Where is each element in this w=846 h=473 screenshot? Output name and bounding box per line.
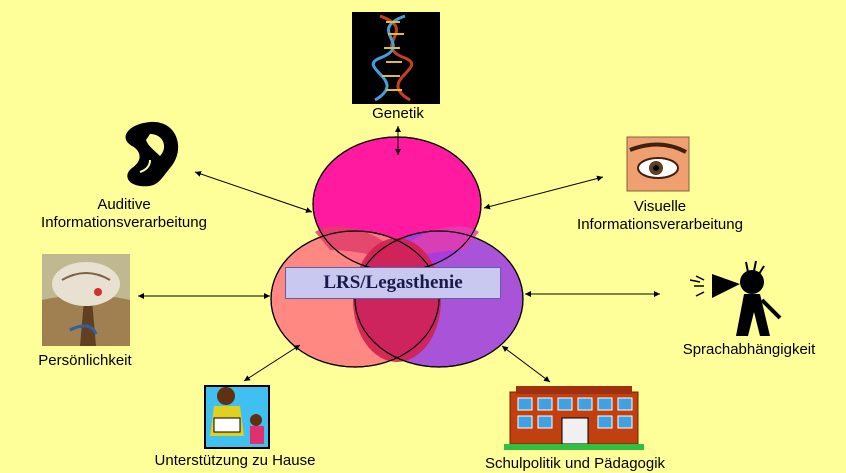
venn-diagram [270, 136, 524, 368]
venn-overlap-center [353, 238, 441, 362]
speaker-icon [689, 260, 782, 336]
label-persoenlichkeit: Persönlichkeit [38, 352, 132, 369]
label-schulpolitik: Schulpolitik und Pädagogik [484, 455, 666, 472]
dna-icon [352, 12, 440, 104]
label-unterstuetzung: Unterstützung zu Hause [154, 452, 316, 469]
label-auditive: Auditive Informationsverarbeitung [4, 196, 244, 232]
label-auditive-line2: Informationsverarbeitung [41, 214, 207, 231]
eye-icon [626, 136, 690, 192]
label-visuelle: Visuelle Informationsverarbeitung [540, 198, 780, 234]
label-sprachabhaengigkeit: Sprachabhängigkeit [682, 341, 816, 358]
arrow-auditive [194, 171, 313, 213]
school-icon [504, 386, 644, 450]
label-genetik: Genetik [372, 105, 424, 122]
label-visuelle-line2: Informationsverarbeitung [577, 216, 743, 233]
connector-arrows [138, 126, 660, 383]
tree-icon [42, 254, 130, 346]
arrow-visuelle [483, 175, 604, 210]
label-visuelle-line1: Visuelle [633, 198, 687, 215]
arrow-schulpolitik [501, 345, 551, 383]
center-label-box: LRS/Legasthenie [285, 267, 501, 299]
center-label: LRS/Legasthenie [323, 272, 463, 293]
family-icon [204, 385, 270, 449]
arrow-unterstuetzung [243, 344, 301, 382]
label-auditive-line1: Auditive [97, 196, 151, 213]
ear-icon [125, 121, 179, 187]
